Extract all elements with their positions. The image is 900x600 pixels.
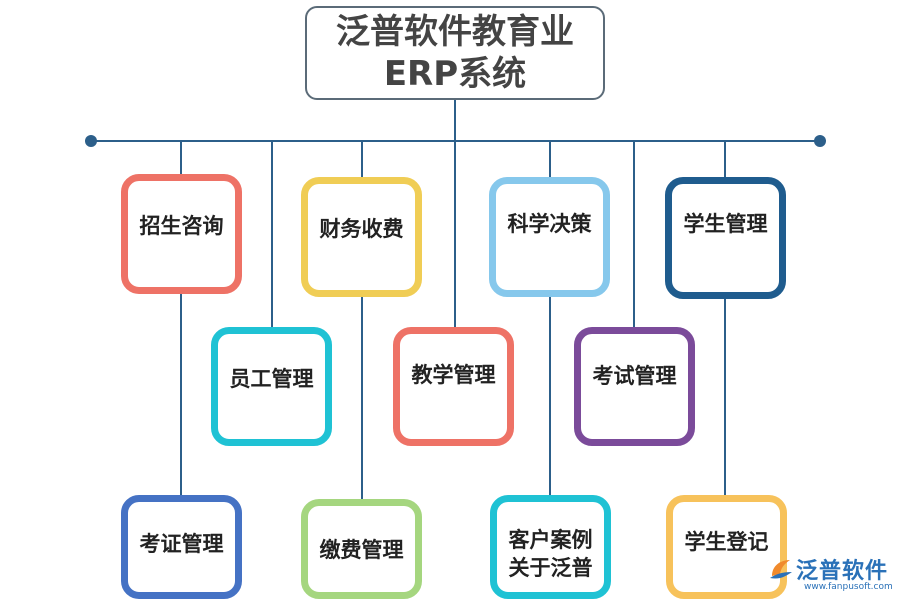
module-label: 缴费管理 <box>319 538 404 562</box>
module-label: 教学管理 <box>411 363 496 387</box>
fanpu-logo: 泛普软件 www.fanpusoft.com <box>768 553 893 597</box>
module-label: 财务收费 <box>319 217 404 241</box>
logo-url: www.fanpusoft.com <box>804 582 893 592</box>
module-label: 科学决策 <box>507 212 592 236</box>
module-box-yuangong-guanli: 员工管理 <box>211 327 332 446</box>
module-box-kehu-anli: 客户案例 关于泛普 <box>490 495 611 599</box>
module-label: 考试管理 <box>592 364 677 388</box>
module-label: 客户案例 关于泛普 <box>508 528 593 580</box>
diagram-title: 泛普软件教育业ERP系统 <box>336 12 574 94</box>
module-label: 学生管理 <box>683 212 768 236</box>
module-box-xuesheng-guanli: 学生管理 <box>665 177 786 299</box>
bus-endpoint-right <box>814 135 826 147</box>
module-box-kaozheng-guanli: 考证管理 <box>121 495 242 599</box>
module-label: 招生咨询 <box>139 214 224 238</box>
module-box-kexue-juece: 科学决策 <box>489 177 610 297</box>
fanpu-logo-icon <box>770 560 792 579</box>
module-box-zhaosheng-zixun: 招生咨询 <box>121 174 242 294</box>
bus-endpoint-left <box>85 135 97 147</box>
title-box: 泛普软件教育业ERP系统 <box>305 6 605 100</box>
module-box-xuesheng-dengji: 学生登记 <box>666 495 787 599</box>
logo-name: 泛普软件 <box>796 559 889 584</box>
module-box-caiwu-shoufei: 财务收费 <box>301 177 422 297</box>
module-label: 考证管理 <box>139 532 224 556</box>
module-label: 员工管理 <box>229 367 314 391</box>
module-box-jiaofei-guanli: 缴费管理 <box>301 499 422 599</box>
module-box-jiaoxue-guanli: 教学管理 <box>393 327 514 446</box>
module-label: 学生登记 <box>684 530 769 554</box>
module-box-kaoshi-guanli: 考试管理 <box>574 327 695 446</box>
